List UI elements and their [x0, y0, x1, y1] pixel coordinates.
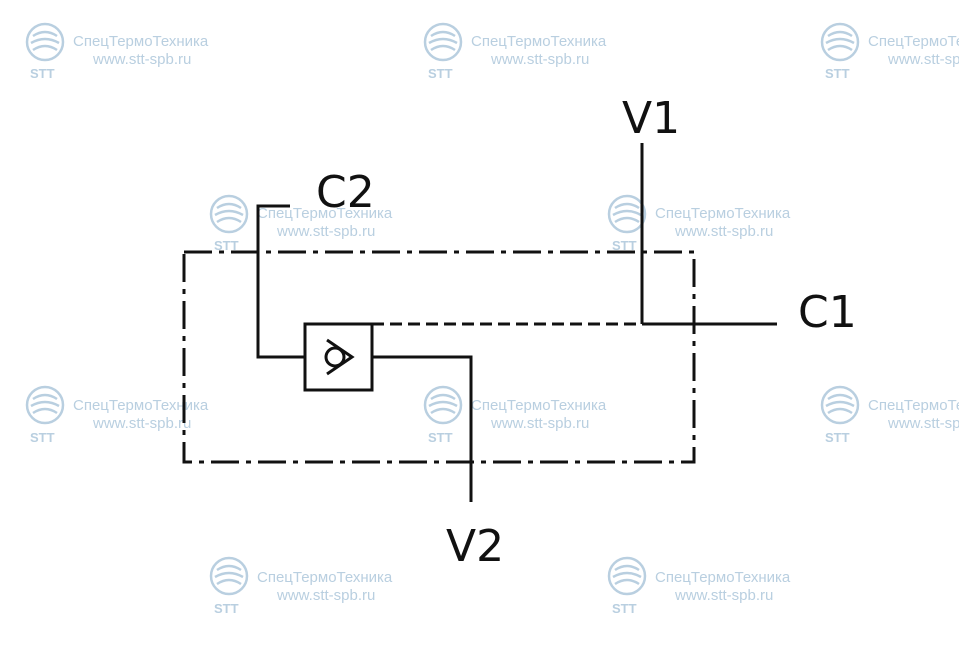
watermark-abbr: STT — [825, 66, 850, 81]
watermark-url: www.stt-spb.ru — [490, 415, 589, 432]
watermark-logo-icon — [607, 194, 647, 234]
watermark-abbr: STT — [612, 238, 637, 253]
check-valve-ball-icon — [324, 346, 346, 368]
watermark-abbr: STT — [214, 238, 239, 253]
watermark-brand: СпецТермоТехника — [655, 205, 791, 222]
line-v2 — [372, 355, 473, 502]
watermark-abbr: STT — [214, 601, 239, 616]
watermark-url: www.stt-spb.ru — [92, 415, 191, 432]
watermark-url: www.stt-spb.ru — [276, 587, 375, 604]
watermark-row3-right: STT СпецТермоТехника www.stt-spb.ru — [820, 385, 959, 445]
watermark-brand: СпецТермоТехника — [471, 33, 607, 50]
watermark-url: www.stt-spb.ru — [887, 51, 959, 68]
watermark-top-center: STT СпецТермоТехника www.stt-spb.ru — [423, 22, 607, 81]
watermark-row3-left: STT СпецТермоТехника www.stt-spb.ru — [25, 385, 209, 445]
watermark-brand: СпецТермоТехника — [73, 33, 209, 50]
watermark-brand: СпецТермоТехника — [471, 397, 607, 414]
watermark-abbr: STT — [30, 66, 55, 81]
watermark-abbr: STT — [612, 601, 637, 616]
port-label-c2: C2 — [316, 167, 375, 218]
watermark-url: www.stt-spb.ru — [887, 415, 959, 432]
line-c2 — [256, 204, 305, 359]
watermark-brand: СпецТермоТехника — [655, 569, 791, 586]
watermark-logo-icon — [25, 22, 65, 62]
watermark-abbr: STT — [428, 430, 453, 445]
watermark-brand: СпецТермоТехника — [257, 205, 393, 222]
watermark-abbr: STT — [428, 66, 453, 81]
watermark-url: www.stt-spb.ru — [674, 223, 773, 240]
watermark-bottom-left: STT СпецТермоТехника www.stt-spb.ru — [209, 556, 393, 616]
watermark-url: www.stt-spb.ru — [276, 223, 375, 240]
watermark-logo-icon — [423, 22, 463, 62]
watermark-top-right: STT СпецТермоТехника www.stt-spb.ru — [820, 22, 959, 81]
watermark-logo-icon — [820, 22, 860, 62]
watermark-logo-icon — [209, 556, 249, 596]
watermark-logo-icon — [820, 385, 860, 425]
check-valve-box — [303, 322, 374, 392]
watermark-url: www.stt-spb.ru — [490, 51, 589, 68]
watermark-bottom-right: STT СпецТермоТехника www.stt-spb.ru — [607, 556, 791, 616]
watermark-mid-left: STT СпецТермоТехника www.stt-spb.ru — [209, 194, 393, 253]
watermark-logo-icon — [25, 385, 65, 425]
watermark-logo-icon — [607, 556, 647, 596]
watermark-brand: СпецТермоТехника — [73, 397, 209, 414]
watermark-url: www.stt-spb.ru — [674, 587, 773, 604]
port-label-c1: C1 — [798, 287, 857, 338]
watermark-top-left: STT СпецТермоТехника www.stt-spb.ru — [25, 22, 209, 81]
watermark-mid-right: STT СпецТермоТехника www.stt-spb.ru — [607, 194, 791, 253]
watermark-abbr: STT — [30, 430, 55, 445]
watermark-logo-icon — [209, 194, 249, 234]
watermark-brand: СпецТермоТехника — [257, 569, 393, 586]
watermark-abbr: STT — [825, 430, 850, 445]
watermark-logo-icon — [423, 385, 463, 425]
watermark-url: www.stt-spb.ru — [92, 51, 191, 68]
valve-body-enclosure — [182, 250, 696, 464]
watermark-row3-center: STT СпецТермоТехника www.stt-spb.ru — [423, 385, 607, 445]
check-valve-seat-icon — [326, 338, 355, 376]
port-label-v1: V1 — [622, 93, 680, 144]
port-label-v2: V2 — [446, 521, 504, 572]
watermark-brand: СпецТермоТехника — [868, 33, 959, 50]
watermark-brand: СпецТермоТехника — [868, 397, 959, 414]
